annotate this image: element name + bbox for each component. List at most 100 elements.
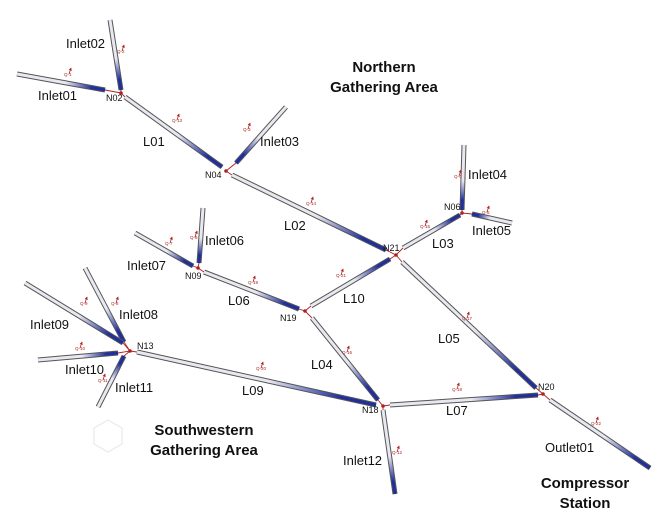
flow-arrow-icon bbox=[396, 445, 400, 453]
pipe-label-l06: L06 bbox=[228, 293, 250, 308]
pipe-label-l01: L01 bbox=[143, 134, 165, 149]
pipe-label-l07: L07 bbox=[446, 403, 468, 418]
pipe-inlet01[interactable] bbox=[16, 71, 106, 93]
pipe-label-outlet01: Outlet01 bbox=[545, 440, 594, 455]
pipe-inlet10[interactable] bbox=[37, 350, 119, 363]
pipe-inlet11[interactable] bbox=[95, 354, 127, 409]
flow-tag-q14: Q-14 bbox=[306, 201, 317, 206]
flow-tag-q20: Q-20 bbox=[256, 366, 267, 371]
area-label-northern-sub: Gathering Area bbox=[330, 79, 438, 96]
node-n13[interactable] bbox=[128, 349, 132, 353]
pipe-label-l04: L04 bbox=[311, 357, 333, 372]
flow-arrow-icon bbox=[169, 236, 173, 244]
node-junctions bbox=[119, 91, 545, 408]
flow-arrow-icon bbox=[260, 361, 264, 369]
pipe-l07[interactable] bbox=[389, 392, 539, 408]
pipe-label-inlet12: Inlet12 bbox=[343, 453, 382, 468]
flow-arrow-icon bbox=[252, 275, 256, 283]
flow-tag-q4: Q-4 bbox=[454, 174, 462, 179]
pipe-label-l03: L03 bbox=[432, 236, 454, 251]
pipe-inlet12[interactable] bbox=[380, 409, 398, 495]
flow-tag-q18: Q-18 bbox=[452, 387, 463, 392]
node-n20[interactable] bbox=[541, 392, 545, 396]
flow-arrow-icon bbox=[456, 382, 460, 390]
pipe-label-l02: L02 bbox=[284, 218, 306, 233]
flow-arrow-icon bbox=[346, 345, 350, 353]
node-label-n19: N19 bbox=[280, 313, 297, 323]
flow-tag-q3: Q-3 bbox=[243, 127, 251, 132]
pipe-l02[interactable] bbox=[230, 172, 388, 253]
area-label-compressor: Compressor bbox=[541, 475, 630, 492]
pipe-l03[interactable] bbox=[401, 212, 462, 251]
pipe-inlet06[interactable] bbox=[196, 207, 206, 264]
flow-tag-q16: Q-16 bbox=[342, 350, 353, 355]
pipe-l10[interactable] bbox=[309, 256, 392, 309]
node-n04[interactable] bbox=[224, 169, 228, 173]
flow-tag-q11: Q-11 bbox=[98, 378, 108, 383]
pipe-l05[interactable] bbox=[400, 260, 538, 390]
area-label-northern: Northern bbox=[352, 59, 415, 76]
flow-arrow-icon bbox=[84, 296, 88, 304]
area-label-southwestern-sub: Gathering Area bbox=[150, 442, 258, 459]
pipe-inlet08[interactable] bbox=[82, 266, 127, 344]
pipe-l01[interactable] bbox=[123, 94, 224, 170]
pipe-label-l09: L09 bbox=[242, 383, 264, 398]
pipe-label-inlet08: Inlet08 bbox=[119, 307, 158, 322]
flow-tag-q12: Q-12 bbox=[392, 450, 403, 455]
pipe-label-inlet06: Inlet06 bbox=[205, 233, 244, 248]
node-label-n20: N20 bbox=[538, 382, 555, 392]
node-label-n13: N13 bbox=[137, 341, 154, 351]
flow-tag-q8: Q-8 bbox=[111, 301, 119, 306]
flow-tag-q13: Q-13 bbox=[172, 118, 183, 123]
flow-arrow-icon bbox=[194, 230, 198, 238]
node-n02[interactable] bbox=[119, 91, 123, 95]
pipe-label-inlet11: Inlet11 bbox=[115, 380, 153, 395]
pipe-inlet05[interactable] bbox=[471, 211, 513, 226]
flow-tag-q5: Q-5 bbox=[482, 210, 490, 215]
flow-tag-q9: Q-9 bbox=[80, 301, 88, 306]
node-label-n02: N02 bbox=[106, 93, 123, 103]
node-label-n04: N04 bbox=[205, 170, 222, 180]
flow-arrow-icon bbox=[340, 268, 344, 276]
node-label-n09: N09 bbox=[185, 271, 202, 281]
flow-arrow-icon bbox=[79, 341, 83, 349]
flow-arrow-icon bbox=[458, 169, 462, 177]
flow-arrow-icon bbox=[595, 416, 599, 424]
node-n19[interactable] bbox=[303, 309, 307, 313]
area-label-compressor-sub: Station bbox=[560, 495, 611, 512]
pipe-inlet02[interactable] bbox=[107, 19, 124, 91]
pipe-l04[interactable] bbox=[310, 316, 380, 402]
flow-arrow-icon bbox=[102, 373, 106, 381]
pipe-outlet01[interactable] bbox=[548, 397, 652, 471]
node-n09[interactable] bbox=[196, 266, 200, 270]
node-n18[interactable] bbox=[381, 404, 385, 408]
pipe-inlet03[interactable] bbox=[234, 105, 288, 165]
flow-tag-q7: Q-7 bbox=[165, 241, 173, 246]
node-n21[interactable] bbox=[394, 253, 398, 257]
pipe-label-inlet07: Inlet07 bbox=[127, 258, 166, 273]
pipe-label-inlet03: Inlet03 bbox=[260, 134, 299, 149]
node-n06[interactable] bbox=[460, 211, 464, 215]
flow-tags: Q-1 Q-2 Q-3 Q-4 Q-5 Q-6 Q-7 Q-8 Q-9 Q-10… bbox=[64, 44, 602, 455]
flow-arrow-icon bbox=[466, 311, 470, 319]
flow-arrow-icon bbox=[486, 205, 490, 213]
flow-tag-q2: Q-2 bbox=[117, 49, 125, 54]
pipe-label-inlet05: Inlet05 bbox=[472, 223, 511, 238]
watermark-logo bbox=[93, 419, 123, 453]
pipe-inlet07[interactable] bbox=[133, 230, 195, 269]
pipe-label-l05: L05 bbox=[438, 331, 460, 346]
flow-tag-q10: Q-10 bbox=[75, 346, 86, 351]
node-label-n06: N06 bbox=[444, 202, 461, 212]
flow-tag-q6: Q-6 bbox=[190, 235, 198, 240]
flow-tag-q22: Q-22 bbox=[591, 421, 602, 426]
flow-tag-q1: Q-1 bbox=[64, 72, 72, 77]
pipe-l09[interactable] bbox=[136, 349, 377, 408]
pipe-l06[interactable] bbox=[203, 269, 300, 312]
pipe-inlet09[interactable] bbox=[23, 280, 125, 346]
pipe-label-l10: L10 bbox=[343, 291, 365, 306]
flow-arrow-icon bbox=[68, 67, 72, 75]
flow-tag-q15: Q-15 bbox=[420, 224, 431, 229]
pipe-inlet04[interactable] bbox=[459, 144, 467, 211]
flow-arrow-icon bbox=[176, 113, 180, 121]
